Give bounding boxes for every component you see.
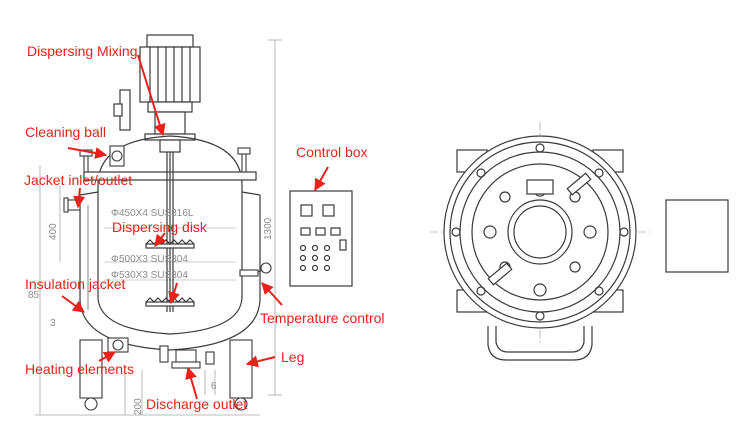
control-box-top-view (665, 199, 729, 273)
label-dispersing-mixing: Dispersing Mixing (27, 43, 138, 59)
dim-height-85: 85 (28, 290, 40, 301)
label-temperature-control: Temperature control (260, 310, 385, 326)
label-heating-elements: Heating elements (25, 361, 134, 377)
dim-mark-6: 6 (211, 381, 217, 392)
dim-height-200: 200 (133, 398, 144, 415)
label-leg: Leg (281, 349, 305, 365)
annotation-arrows (61, 54, 329, 400)
top-view (430, 122, 650, 361)
dim-mark-3: 3 (50, 318, 56, 329)
dim-height-400: 400 (48, 223, 59, 240)
label-discharge-outlet: Discharge outlet (146, 396, 248, 412)
label-control-box: Control box (296, 144, 368, 160)
label-cleaning-ball: Cleaning ball (25, 124, 106, 140)
label-insulation-jacket: Insulation jacket (25, 276, 126, 292)
top-fittings (79, 145, 251, 173)
dim-outer-spec: Φ530X3 SUS304 (111, 270, 188, 281)
dim-height-1300: 1300 (263, 217, 274, 240)
control-box (289, 190, 353, 287)
dimension-lines (35, 39, 282, 416)
temperature-probe (239, 262, 272, 277)
dim-mid-spec: Φ500X3 SUS304 (111, 254, 188, 265)
label-dispersing-disk: Dispersing disk (112, 219, 207, 235)
label-jacket-inlet-outlet: Jacket inlet/outlet (24, 172, 133, 188)
bottom-parts (79, 337, 253, 411)
dim-inner-spec: Φ450X4 SUS316L (111, 208, 194, 219)
